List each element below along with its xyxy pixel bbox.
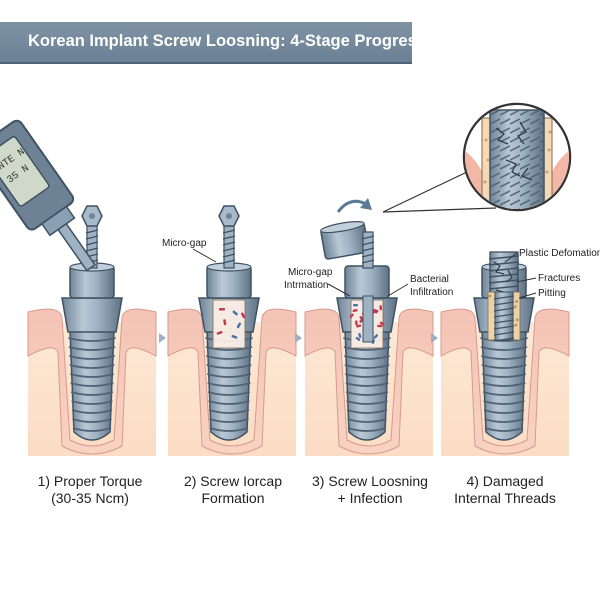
caption-stage-2-line2: Formation — [201, 490, 264, 506]
label-micro-gap: Micro-gap — [162, 238, 207, 249]
caption-stage-1-line2: (30-35 Ncm) — [51, 490, 129, 506]
caption-stage-2-line1: 2) Screw Iorcap — [184, 473, 282, 489]
progress-arrow-3 — [431, 333, 438, 343]
label-plastic-deformation: Plastic Defomation — [519, 248, 600, 259]
label-bacterial: Bacterial — [410, 274, 449, 285]
label-intrmation: Intrmation — [284, 280, 328, 291]
caption-stage-1-line1: 1) Proper Torque — [38, 473, 143, 489]
caption-stage-3-line2: + Infection — [338, 490, 403, 506]
label-infiltration: Infiltration — [410, 287, 453, 298]
caption-stage-4-line2: Internal Threads — [454, 490, 556, 506]
label-micro-gap-3: Micro-gap — [288, 267, 333, 278]
caption-stage-3-line1: 3) Screw Loosning — [312, 473, 428, 489]
magnified-thread-view — [383, 104, 570, 212]
caption-stage-4-line1: 4) Damaged — [466, 473, 543, 489]
label-fractures: Fractures — [538, 273, 580, 284]
progress-arrow-1 — [159, 333, 166, 343]
label-pitting: Pitting — [538, 288, 566, 299]
progress-arrow-2 — [295, 333, 302, 343]
